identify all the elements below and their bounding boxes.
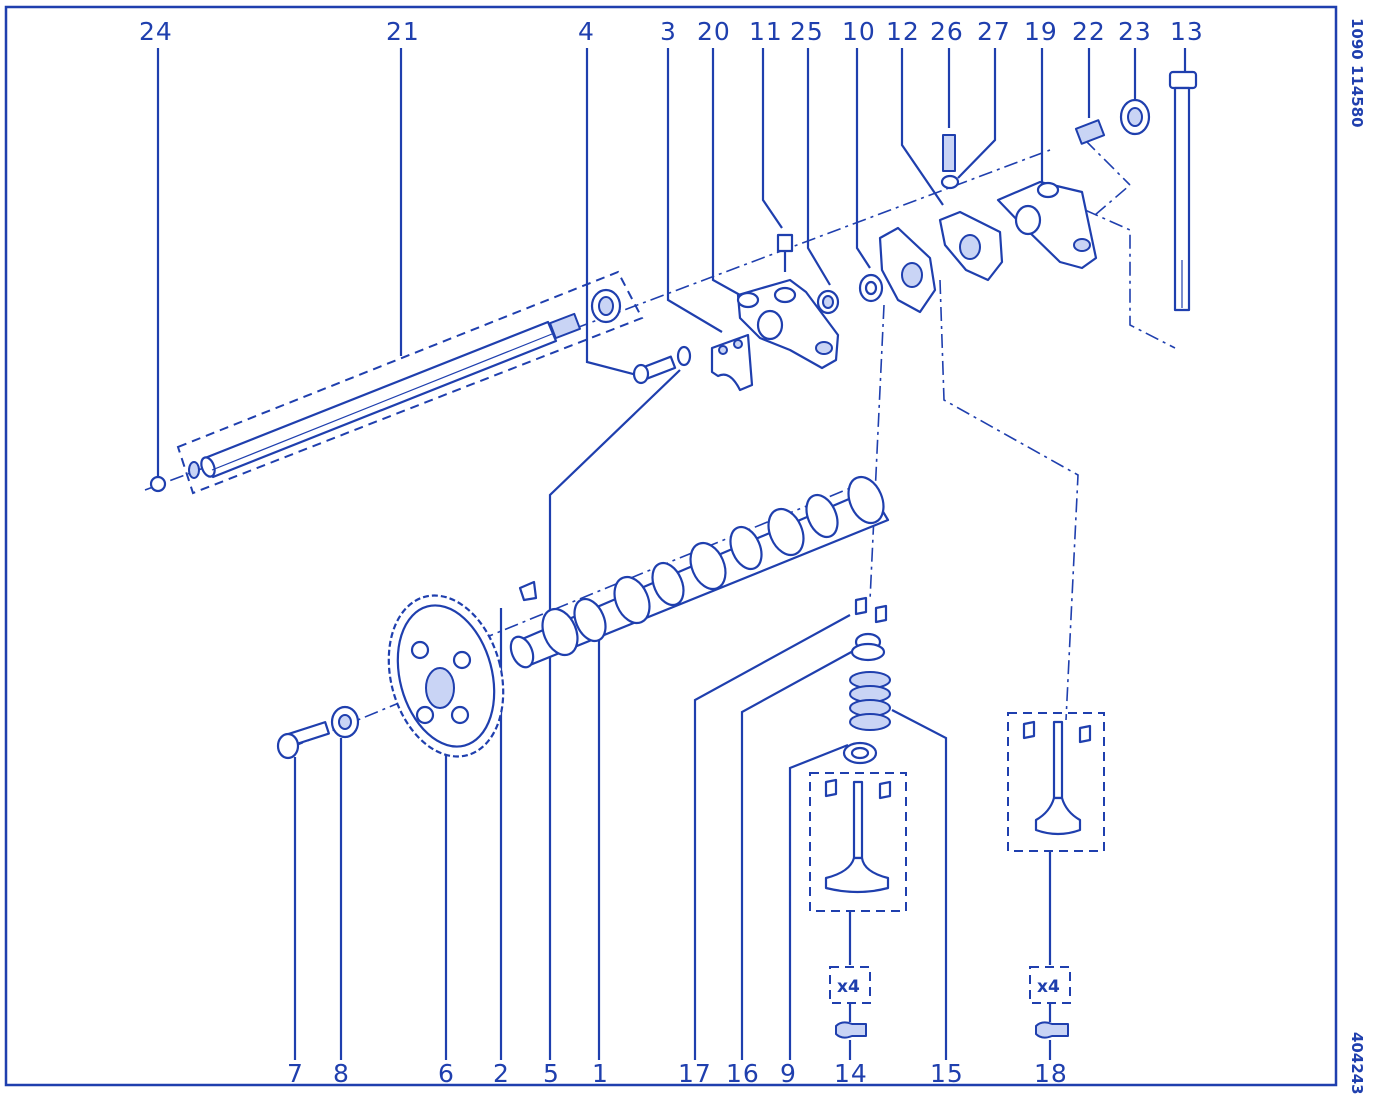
- long-bolt-13: [1168, 70, 1198, 312]
- rocker-arm-right: [938, 210, 1004, 282]
- bolt-4: [632, 345, 692, 385]
- shaft-end-spring: [548, 312, 582, 340]
- shaft-spring-left: [149, 461, 200, 493]
- label-15: 15: [930, 1059, 964, 1088]
- woodruff-key: [518, 580, 538, 602]
- top-callout-labels: 24 21 4 3 20 11 25 10 12 26 27 19 22 23 …: [139, 17, 1204, 46]
- label-19: 19: [1024, 17, 1058, 46]
- shaft-plug: [590, 288, 622, 324]
- quantity-left: x4: [837, 977, 860, 997]
- label-10: 10: [842, 17, 876, 46]
- gear-bolt-7: [276, 721, 330, 760]
- bracket-plate: [710, 333, 754, 392]
- label-3: 3: [660, 17, 677, 46]
- rocker-arm-left: [878, 226, 937, 314]
- side-code-bottom: 404243: [1348, 1032, 1366, 1094]
- timing-gear: [387, 594, 505, 758]
- valve-collets-17: [854, 596, 888, 624]
- label-9: 9: [780, 1059, 797, 1088]
- label-14: 14: [834, 1059, 868, 1088]
- label-21: 21: [386, 17, 420, 46]
- diagram-frame: [4, 5, 1338, 1087]
- label-26: 26: [930, 17, 964, 46]
- label-16: 16: [726, 1059, 760, 1088]
- plug-23: [1119, 98, 1151, 136]
- washer-10: [858, 273, 884, 303]
- adjuster-spring-26: [940, 134, 960, 190]
- label-18: 18: [1034, 1059, 1068, 1088]
- label-17: 17: [678, 1059, 712, 1088]
- bottom-callout-labels: 7 8 6 2 5 1 17 16 9 14 15 18: [287, 1059, 1068, 1088]
- label-13: 13: [1170, 17, 1204, 46]
- label-1: 1: [592, 1059, 609, 1088]
- rocker-pillar-right: [996, 180, 1098, 270]
- label-7: 7: [287, 1059, 304, 1088]
- exhaust-valve: [1022, 720, 1092, 836]
- label-23: 23: [1118, 17, 1152, 46]
- label-27: 27: [977, 17, 1011, 46]
- label-24: 24: [139, 17, 173, 46]
- label-8: 8: [333, 1059, 350, 1088]
- intake-valve: [824, 778, 892, 894]
- label-25: 25: [790, 17, 824, 46]
- side-code-top: 1090 114580: [1348, 18, 1366, 128]
- label-11: 11: [749, 17, 783, 46]
- spacer-25: [816, 289, 840, 315]
- label-12: 12: [886, 17, 920, 46]
- label-20: 20: [697, 17, 731, 46]
- label-2: 2: [493, 1059, 510, 1088]
- label-6: 6: [438, 1059, 455, 1088]
- spring-22: [1074, 119, 1106, 145]
- rocker-shaft: [200, 320, 558, 479]
- label-5: 5: [543, 1059, 560, 1088]
- spring-cap-16: [850, 632, 886, 662]
- valve-spring-15: [849, 671, 891, 731]
- label-4: 4: [578, 17, 595, 46]
- quantity-right: x4: [1037, 977, 1060, 997]
- label-22: 22: [1072, 17, 1106, 46]
- valve-seal-14: [835, 1021, 867, 1039]
- gear-washer-8: [330, 705, 360, 739]
- adjuster-screw-11: [776, 233, 794, 272]
- rocker-pillar-left: [736, 278, 840, 370]
- valve-seal-18: [1035, 1021, 1069, 1039]
- spring-seat-9: [842, 741, 878, 765]
- camshaft: [509, 475, 890, 669]
